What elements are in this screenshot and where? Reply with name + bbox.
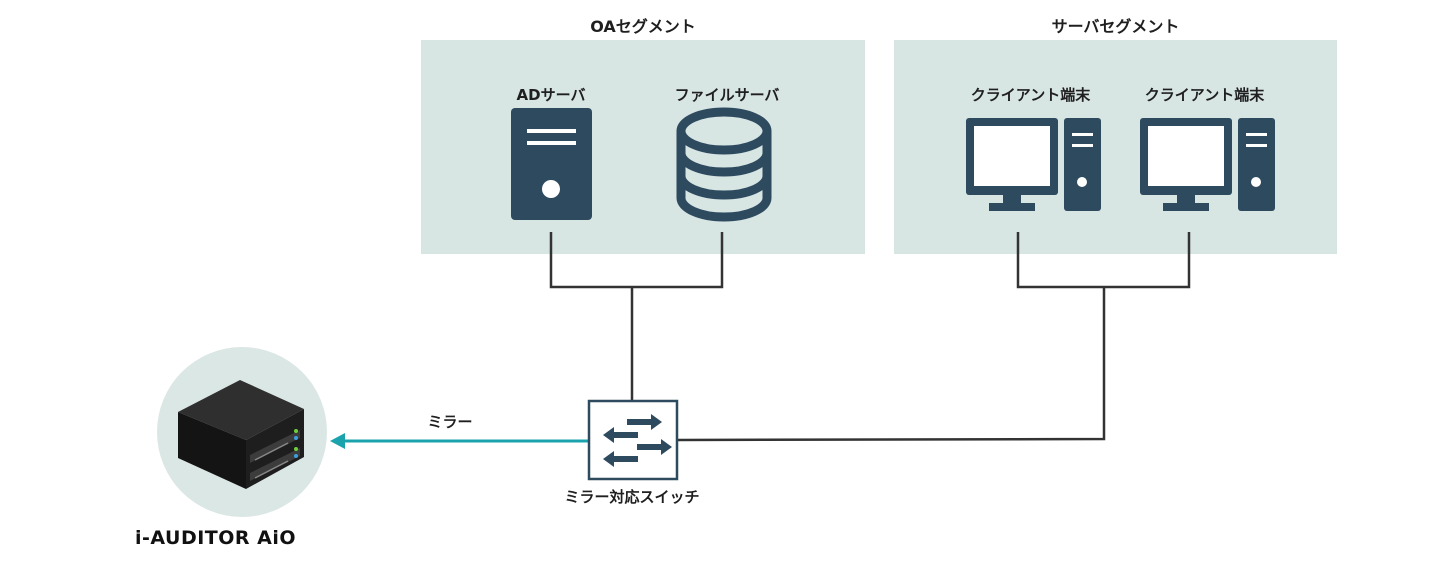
network-switch-icon xyxy=(587,399,679,481)
file-server-label: ファイルサーバ xyxy=(674,86,780,104)
connection-lines xyxy=(549,232,1191,442)
appliance-box-icon xyxy=(157,347,327,517)
oa-segment-panel xyxy=(421,40,865,254)
desktop-computer-icon xyxy=(1140,118,1275,211)
ad-server-label: ADサーバ xyxy=(516,86,586,104)
server-bracket-line xyxy=(1016,232,1191,289)
server-tower-icon xyxy=(511,108,592,220)
switch-label: ミラー対応スイッチ xyxy=(564,488,700,506)
client-2-label: クライアント端末 xyxy=(1144,86,1265,104)
oa-segment-title: OAセグメント xyxy=(590,17,696,36)
desktop-computer-icon xyxy=(966,118,1101,211)
client-1-label: クライアント端末 xyxy=(970,86,1091,104)
database-icon xyxy=(676,107,772,222)
server-to-switch-line xyxy=(677,287,1106,442)
appliance-brand-logo: i-AUDITOR AiO xyxy=(135,527,297,549)
mirror-label: ミラー xyxy=(427,413,473,431)
mirror-arrow xyxy=(330,433,588,449)
server-segment-title: サーバセグメント xyxy=(1051,17,1180,36)
oa-bracket-line xyxy=(549,232,724,289)
